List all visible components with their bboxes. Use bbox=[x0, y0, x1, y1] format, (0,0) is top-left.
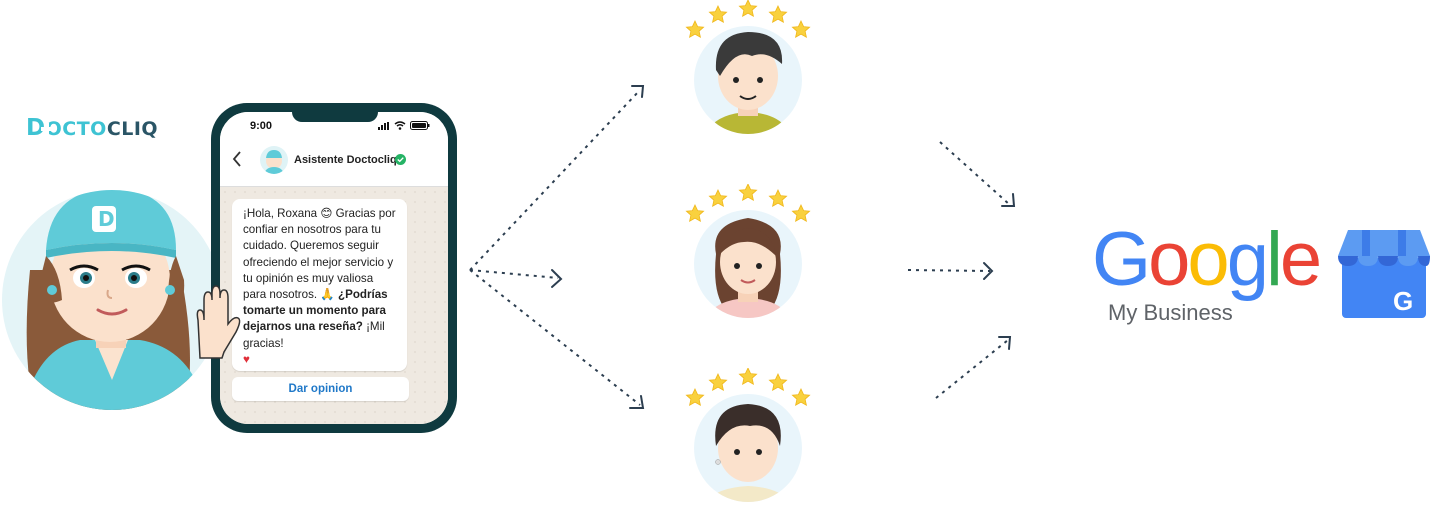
back-arrow-icon[interactable] bbox=[232, 151, 242, 167]
wifi-icon bbox=[394, 121, 406, 130]
phone-mockup: 9:00 Asistente Doctocliq ¡Hola, Ro bbox=[211, 103, 457, 433]
arrow-head-1 bbox=[631, 85, 645, 98]
arrow-head-5 bbox=[983, 262, 994, 280]
svg-text:D: D bbox=[98, 207, 115, 231]
google-letter-g2: g bbox=[1226, 217, 1269, 302]
reviewer-man-avatar bbox=[685, 0, 811, 134]
arrow-head-6 bbox=[998, 336, 1012, 350]
doctocliq-logo: DOCTOCLIQ bbox=[26, 110, 158, 146]
google-wordmark: Google bbox=[1092, 217, 1322, 302]
arrow-head-4 bbox=[1001, 193, 1016, 207]
doctor-illustration: D bbox=[2, 190, 222, 410]
cross-icon bbox=[41, 123, 53, 135]
five-stars-rating bbox=[685, 184, 811, 222]
arrow-head-2 bbox=[551, 269, 563, 288]
chat-header: Asistente Doctocliq bbox=[220, 136, 448, 187]
battery-icon bbox=[410, 121, 430, 130]
status-time: 9:00 bbox=[250, 120, 273, 132]
my-business-subtitle: My Business bbox=[1108, 300, 1233, 325]
contact-name: Asistente Doctocliq bbox=[294, 154, 397, 166]
avatar bbox=[260, 146, 288, 174]
reviewer-older-woman-avatar bbox=[685, 368, 811, 502]
five-stars-rating bbox=[685, 0, 811, 38]
logo-main: OCTO bbox=[45, 117, 107, 140]
message-bubble: ¡Hola, Roxana 😊 Gracias por confiar en n… bbox=[232, 199, 407, 371]
verified-badge-icon bbox=[395, 154, 406, 165]
message-bold-text: ¿Podrías tomarte un momento para dejarno… bbox=[243, 288, 388, 334]
phone-screen: 9:00 Asistente Doctocliq ¡Hola, Ro bbox=[220, 112, 448, 424]
logo-prefix: D bbox=[26, 114, 46, 141]
google-letter-l: l bbox=[1265, 217, 1283, 302]
logo-suffix: CLIQ bbox=[106, 117, 159, 140]
reviewer-woman-avatar bbox=[685, 184, 811, 318]
svg-text:G: G bbox=[1393, 286, 1413, 316]
message-text: ¡Hola, Roxana 😊 Gracias por confiar en n… bbox=[243, 207, 396, 302]
google-letter-e: e bbox=[1279, 217, 1322, 302]
google-letter-o2: o bbox=[1187, 217, 1229, 302]
give-opinion-button[interactable]: Dar opinion bbox=[232, 377, 409, 401]
five-stars-rating bbox=[685, 368, 811, 406]
google-letter-g: G bbox=[1092, 217, 1151, 302]
google-letter-o1: o bbox=[1148, 217, 1190, 302]
chat-area: ¡Hola, Roxana 😊 Gracias por confiar en n… bbox=[220, 187, 448, 424]
google-my-business-icon: G bbox=[1338, 230, 1430, 318]
waving-hand-illustration bbox=[196, 285, 241, 359]
message-tail: ¡Mil gracias! bbox=[243, 320, 385, 350]
heart-icon: ♥ bbox=[243, 352, 250, 366]
signal-icon bbox=[378, 121, 389, 130]
arrow-head-3 bbox=[629, 395, 645, 409]
